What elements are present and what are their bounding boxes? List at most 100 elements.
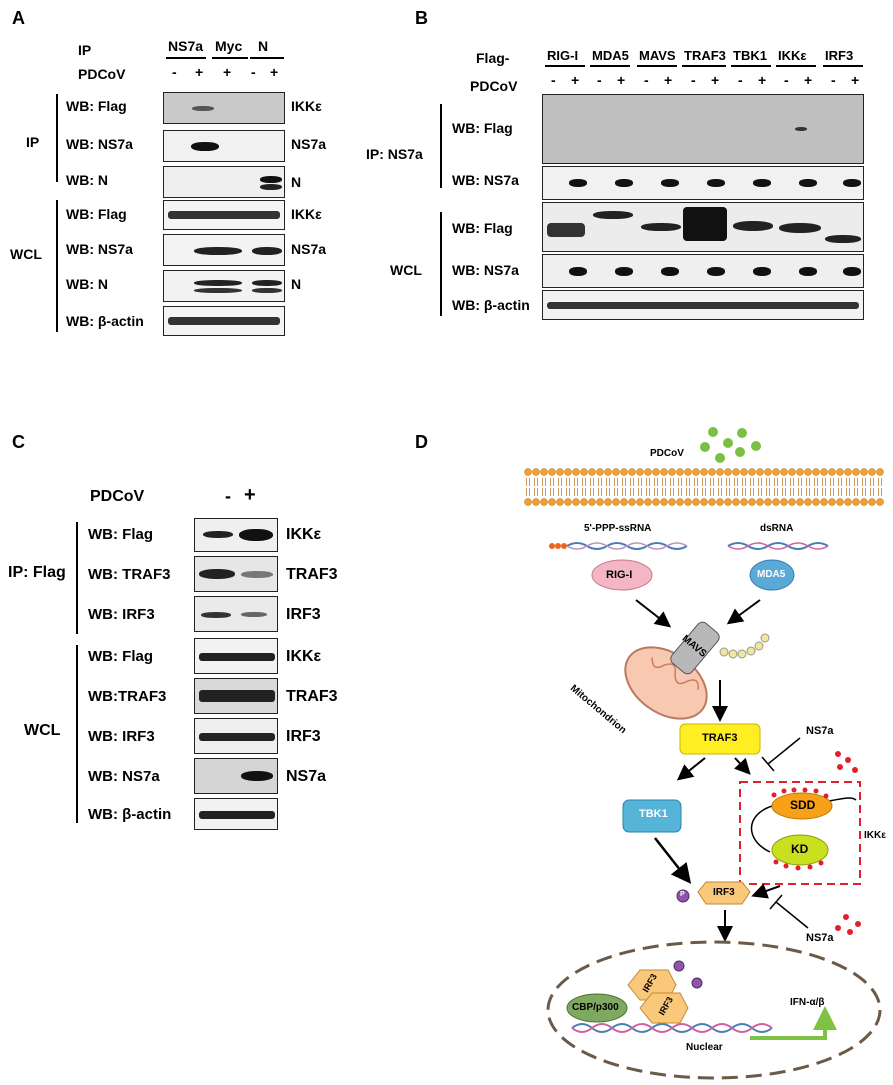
sign: + [711,72,720,88]
band [615,267,633,276]
lipid-head [700,468,708,476]
blot-image [542,254,864,288]
sign: - [597,72,602,88]
blot-image [163,200,285,230]
lipid-head [788,498,796,506]
lipid-head [612,498,620,506]
lipid-head [524,498,532,506]
band [168,211,280,219]
band [199,569,235,579]
wb-label: WB: Flag [66,98,127,114]
ifn-arrow [750,1006,837,1040]
wb-label: WB: NS7a [66,136,133,152]
panel-c-pdcov-label: PDCoV [90,488,145,505]
sign: + [195,64,204,80]
wb-label: WB: Flag [452,220,513,236]
ns7a-dots [835,751,858,773]
lipid-head [836,498,844,506]
wb-label: WB: N [66,276,108,292]
lipid-head [628,498,636,506]
arrow [733,757,751,775]
lipid-head [716,498,724,506]
lipid-head [732,498,740,506]
sign: - [225,486,231,506]
protein-label: IKKε [286,648,322,665]
lipid-head [572,468,580,476]
band [199,811,275,819]
lipid-head [604,468,612,476]
ikke-box [739,781,861,885]
lipid-head [844,468,852,476]
wb-label: WB: Flag [66,206,127,222]
blot-image [542,94,864,164]
section-bracket [56,94,58,182]
ip-group-myc: Myc [215,38,243,54]
band [201,612,231,618]
protein-label: NS7a [286,768,327,785]
ip-group-n: N [258,38,269,54]
sdd-label: SDD [790,798,816,812]
lipid-head [668,468,676,476]
arrow [676,757,706,781]
wb-label: WB: Flag [88,648,153,665]
blot-image [163,234,285,266]
lipid-head [652,498,660,506]
lipid-head [804,498,812,506]
lipid-head [596,498,604,506]
blot-image [194,678,278,714]
wb-label: WB: Flag [88,526,153,543]
section-bracket [56,200,58,332]
arrow [726,599,761,625]
lipid-head [876,498,884,506]
flag-protein: MDA5 [592,48,629,63]
group-underline [682,65,726,67]
wb-label: WB: β-actin [66,313,144,329]
virus-particles [700,427,761,463]
band [641,223,681,231]
arrow [654,837,692,884]
blot-image [163,166,285,198]
mda5-node [749,559,795,591]
lipid-head [836,468,844,476]
group-underline [637,65,677,67]
lipid-head [764,498,772,506]
sign: - [784,72,789,88]
lipid-head [764,468,772,476]
lipid-head [860,498,868,506]
blot-image [163,306,285,336]
lipid-head [740,468,748,476]
panel-b-pdcov-label: PDCoV [470,78,518,94]
flag-protein: MAVS [639,48,676,63]
group-underline [823,65,863,67]
lipid-head [684,498,692,506]
band [733,221,773,231]
group-underline [166,57,206,59]
irf3-node [697,881,751,905]
panel-a-ip-label: IP [78,42,92,58]
band [593,211,633,219]
band [843,267,861,276]
wb-label: WB: NS7a [452,172,519,188]
lipid-head [580,498,588,506]
lipid-head [556,498,564,506]
blot-image [163,92,285,124]
group-underline [212,57,248,59]
section-ip: IP: NS7a [366,146,423,162]
protein-label: IKKε [286,526,322,543]
protein-label: N [291,174,302,190]
sign: + [758,72,767,88]
flag-protein: TRAF3 [684,48,726,63]
wb-label: WB: NS7a [66,241,133,257]
wb-label: WB:TRAF3 [88,688,167,705]
mavs-tail [719,633,770,659]
irf3-label: IRF3 [713,887,735,898]
ikke-label: IKKε [864,830,886,841]
lipid-head [852,468,860,476]
inhibition-line [775,901,809,929]
lipid-head [812,498,820,506]
panel-b-letter: B [415,8,428,28]
lipid-head [724,498,732,506]
lipid-head [676,468,684,476]
flag-protein: IKKε [778,48,807,63]
lipid-head [732,468,740,476]
